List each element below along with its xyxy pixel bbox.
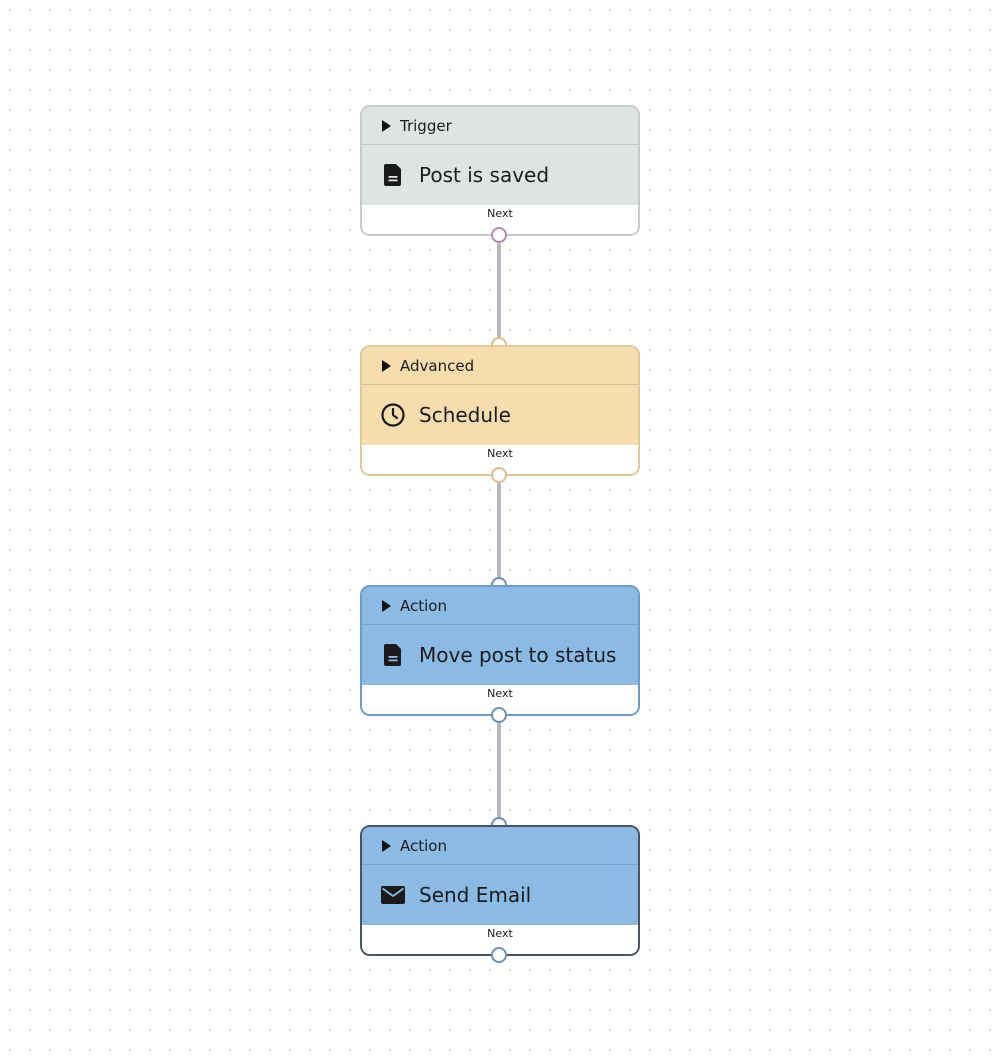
- node-header[interactable]: Advanced: [362, 347, 638, 385]
- node-header[interactable]: Action: [362, 587, 638, 625]
- next-output-label: Next: [487, 927, 513, 940]
- node-category: Trigger: [400, 116, 452, 135]
- workflow-node-trigger[interactable]: Trigger Post is saved Next: [360, 105, 640, 236]
- node-footer: Next: [362, 925, 638, 954]
- node-category: Action: [400, 836, 447, 855]
- envelope-icon: [380, 882, 406, 908]
- output-handle[interactable]: [491, 947, 507, 963]
- connector-edge[interactable]: [497, 483, 501, 578]
- node-inner: Trigger Post is saved Next: [362, 107, 638, 234]
- output-handle[interactable]: [491, 227, 507, 243]
- node-label: Post is saved: [419, 163, 550, 187]
- output-handle[interactable]: [491, 467, 507, 483]
- clock-icon: [380, 402, 406, 428]
- expand-triangle-icon[interactable]: [382, 839, 391, 852]
- node-body[interactable]: Post is saved: [362, 145, 638, 205]
- connector-edge[interactable]: [497, 723, 501, 818]
- node-inner: Action Move post to status Next: [362, 587, 638, 714]
- next-output-label: Next: [487, 687, 513, 700]
- next-output-label: Next: [487, 207, 513, 220]
- node-body[interactable]: Schedule: [362, 385, 638, 445]
- node-label: Schedule: [419, 403, 511, 427]
- next-output-label: Next: [487, 447, 513, 460]
- node-label: Move post to status: [419, 643, 617, 667]
- node-body[interactable]: Move post to status: [362, 625, 638, 685]
- node-inner: Action Send Email Next: [362, 827, 638, 954]
- document-icon: [380, 162, 406, 188]
- node-category: Action: [400, 596, 447, 615]
- expand-triangle-icon[interactable]: [382, 599, 391, 612]
- connector-edge[interactable]: [497, 243, 501, 338]
- node-label: Send Email: [419, 883, 532, 907]
- node-header[interactable]: Action: [362, 827, 638, 865]
- document-icon: [380, 642, 406, 668]
- node-body[interactable]: Send Email: [362, 865, 638, 925]
- node-category: Advanced: [400, 356, 475, 375]
- workflow-node-action-move-post[interactable]: Action Move post to status Next: [360, 585, 640, 716]
- node-inner: Advanced Schedule Next: [362, 347, 638, 474]
- workflow-node-action-send-email[interactable]: Action Send Email Next: [360, 825, 640, 956]
- workflow-node-advanced[interactable]: Advanced Schedule Next: [360, 345, 640, 476]
- node-header[interactable]: Trigger: [362, 107, 638, 145]
- output-handle[interactable]: [491, 707, 507, 723]
- expand-triangle-icon[interactable]: [382, 119, 391, 132]
- expand-triangle-icon[interactable]: [382, 359, 391, 372]
